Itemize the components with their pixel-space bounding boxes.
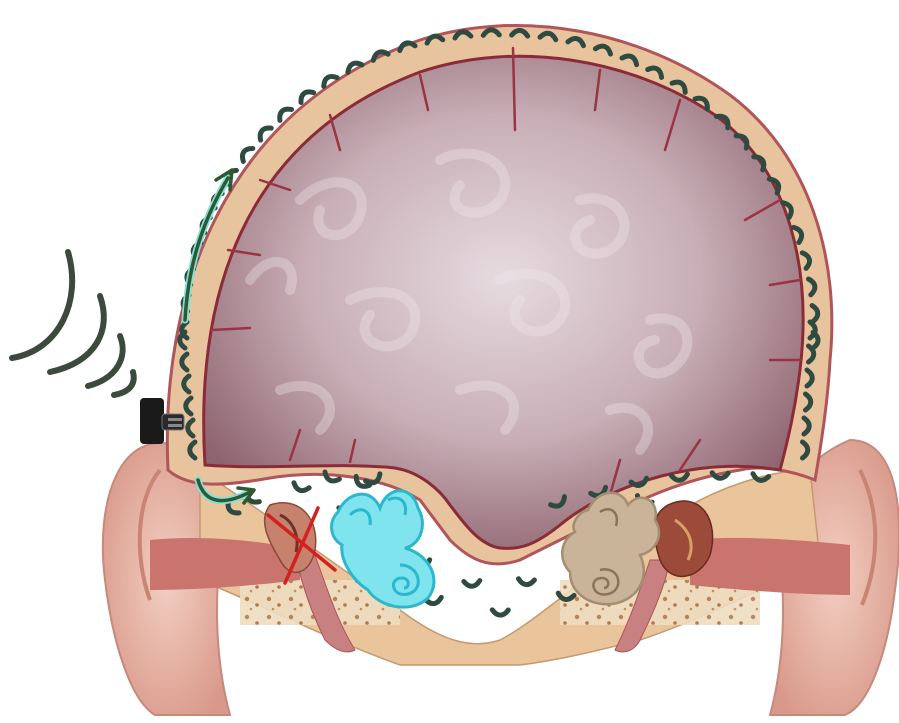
vibration-mark [464, 581, 480, 587]
sound-waves [12, 252, 134, 395]
sound-wave-arc [50, 296, 104, 372]
sound-wave-arc [114, 372, 134, 395]
vibration-mark [518, 579, 534, 585]
vibration-mark [292, 483, 309, 493]
sound-wave-arc [12, 252, 72, 358]
vibration-mark [492, 610, 508, 615]
right-middle-ear [654, 501, 712, 576]
